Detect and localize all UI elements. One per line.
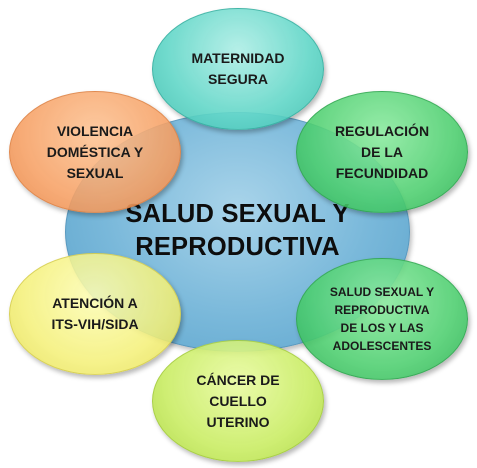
node-label: REGULACIÓN DE LA FECUNDIDAD [334,122,430,181]
node-violencia-domestica: VIOLENCIA DOMÉSTICA Y SEXUAL [9,91,181,213]
node-cancer-cuello-uterino: CÁNCER DE CUELLO UTERINO [152,340,324,462]
node-atencion-its: ATENCIÓN A ITS-VIH/SIDA [9,253,181,375]
node-salud-adolescentes: SALUD SEXUAL Y REPRODUCTIVA DE LOS Y LAS… [296,258,468,380]
node-label: CÁNCER DE CUELLO UTERINO [196,371,280,430]
node-regulacion-fecundidad: REGULACIÓN DE LA FECUNDIDAD [296,91,468,213]
node-label: VIOLENCIA DOMÉSTICA Y SEXUAL [46,122,144,181]
center-label: SALUD SEXUAL Y REPRODUCTIVA [125,199,350,261]
node-label: MATERNIDAD SEGURA [191,50,285,87]
node-maternidad-segura: MATERNIDAD SEGURA [152,8,324,130]
node-label: ATENCIÓN A ITS-VIH/SIDA [51,295,139,332]
node-label: SALUD SEXUAL Y REPRODUCTIVA DE LOS Y LAS… [329,285,435,353]
